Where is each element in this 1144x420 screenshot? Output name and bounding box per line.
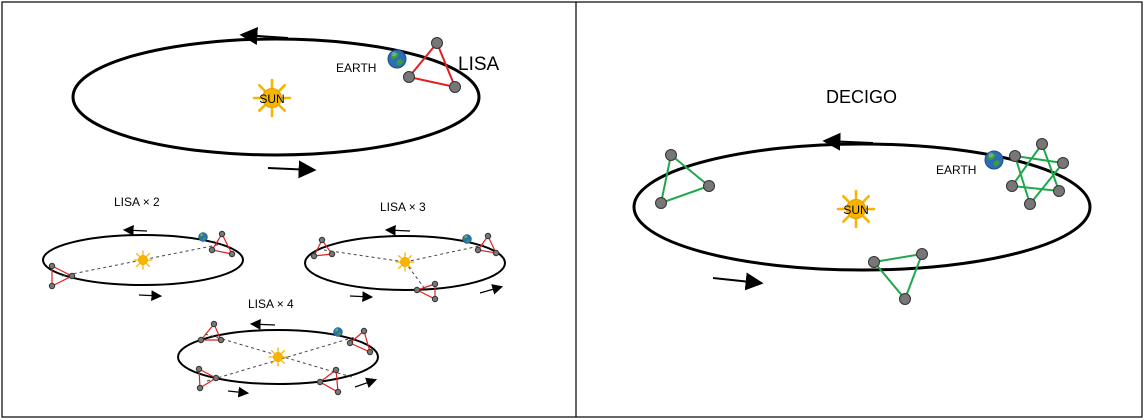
orbit-direction-arrow-bottom [712,272,764,291]
earth-icon [984,150,1004,170]
lisa-x2-orbit [42,234,244,286]
orbit-direction-arrow [354,377,378,388]
earth-icon [387,49,407,69]
sun-icon [395,252,415,272]
orbit-direction-arrow [138,290,163,301]
lisa-x2-label: LISA × 2 [114,195,160,209]
lisa-constellation [195,365,220,392]
lisa-orbit [71,37,481,157]
lisa-constellation [346,327,374,356]
lisa-constellation [413,280,439,303]
decigo-constellation-left [655,149,715,209]
earth-label: EARTH [336,61,376,75]
orbit-direction-arrow [479,284,504,295]
spacecraft [403,71,415,83]
decigo-diagram: DECIGO SUN EARTH [632,87,1092,305]
orbit-direction-arrow [122,224,148,236]
decigo-constellation-bottom [868,248,928,305]
lisa-constellation [403,37,461,93]
spacecraft [449,81,461,93]
lisa-x4-orbit [177,329,379,385]
lisa-x3-diagram: LISA × 3 [304,200,506,303]
sun-icon [268,347,288,367]
orbit-direction-arrow [249,318,276,330]
sun-label: SUN [843,203,868,217]
sun-icon [133,250,153,270]
lisa-label: LISA [458,54,500,75]
lisa-constellation [316,366,342,396]
lisa-constellation [48,262,76,290]
lisa-x3-label: LISA × 3 [380,200,426,214]
sun-label: SUN [259,92,284,106]
lisa-constellation [310,236,336,260]
orbit-direction-arrow [227,386,250,398]
lisa-x3-orbit [304,235,506,291]
orbit-direction-arrow [384,224,411,236]
lisa-constellation [208,230,236,258]
orbit-direction-arrow-bottom [267,160,317,179]
earth-icon [198,232,208,242]
earth-icon [333,327,343,337]
decigo-orbit [632,142,1092,272]
orbit-direction-arrow-top [822,132,874,151]
earth-icon [462,234,472,244]
spacecraft [431,37,443,49]
lisa-constellation [197,320,225,344]
decigo-label: DECIGO [826,87,897,107]
earth-label: EARTH [936,163,976,177]
lisa-main-diagram: SUN EARTH LISA [71,26,500,179]
decigo-constellation-earth [1006,138,1069,210]
lisa-x4-diagram: LISA × 4 [177,297,379,398]
lisa-x4-label: LISA × 4 [248,297,294,311]
orbit-direction-arrow [349,291,374,302]
lisa-constellation [474,232,500,257]
lisa-x2-diagram: LISA × 2 [42,195,244,301]
orbit-direction-arrow-top [239,26,289,45]
